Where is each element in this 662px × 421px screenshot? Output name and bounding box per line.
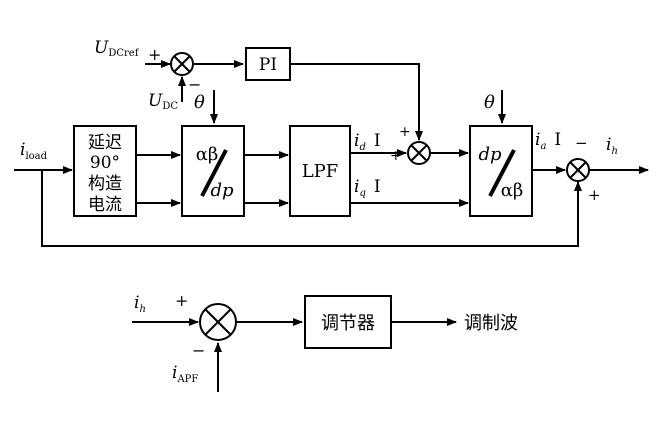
delay-label-line3: 构造	[88, 174, 122, 194]
delay-label-line1: 延迟	[88, 133, 122, 153]
bottom-iapf-label: iAPF	[172, 363, 198, 385]
summing-junction-3	[566, 158, 590, 182]
ih-output-label: ih	[606, 135, 618, 157]
sum2-pi-sign: +	[399, 124, 411, 140]
abdp-top-label: αβ	[196, 144, 219, 165]
udcref-label: UDCref	[94, 38, 140, 59]
dpab-bottom-label: αβ	[501, 180, 524, 201]
theta-2-label: θ	[484, 92, 495, 113]
modulation-wave-label: 调制波	[464, 313, 518, 334]
regulator-label: 调节器	[321, 313, 375, 334]
pi-label: PI	[259, 55, 277, 75]
bottom-plus-sign: +	[175, 291, 188, 310]
iload-label: iload	[20, 140, 48, 162]
bottom-ih-label: ih	[134, 293, 146, 315]
pi-block	[245, 47, 291, 81]
delay-label-line2: 90°	[90, 153, 120, 173]
sum1-fb-sign: −	[188, 75, 201, 94]
delay-90-block	[73, 125, 137, 217]
abdp-bottom-label: dp	[210, 180, 234, 201]
sum3-fb-sign: +	[588, 186, 601, 204]
summing-junction-bottom	[199, 303, 237, 341]
lpf-label: LPF	[302, 161, 339, 182]
abdp-slash	[200, 149, 228, 197]
summing-junction-1	[170, 52, 194, 76]
dpab-slash	[488, 149, 516, 197]
udc-label: UDC	[148, 91, 178, 112]
sum2-in-sign: +	[390, 148, 402, 164]
theta-1-label: θ	[194, 92, 205, 113]
pi-to-sum2-wire	[290, 63, 423, 141]
bottom-minus-sign: −	[192, 341, 205, 360]
sum1-ref-sign: +	[148, 45, 161, 64]
sum3-in-sign: −	[575, 134, 588, 152]
dpab-top-label: dp	[478, 144, 502, 165]
delay-label-line4: 电流	[88, 195, 122, 215]
summing-junction-2	[407, 141, 431, 165]
lpf-block	[289, 125, 351, 217]
feedback-wire	[41, 170, 582, 247]
